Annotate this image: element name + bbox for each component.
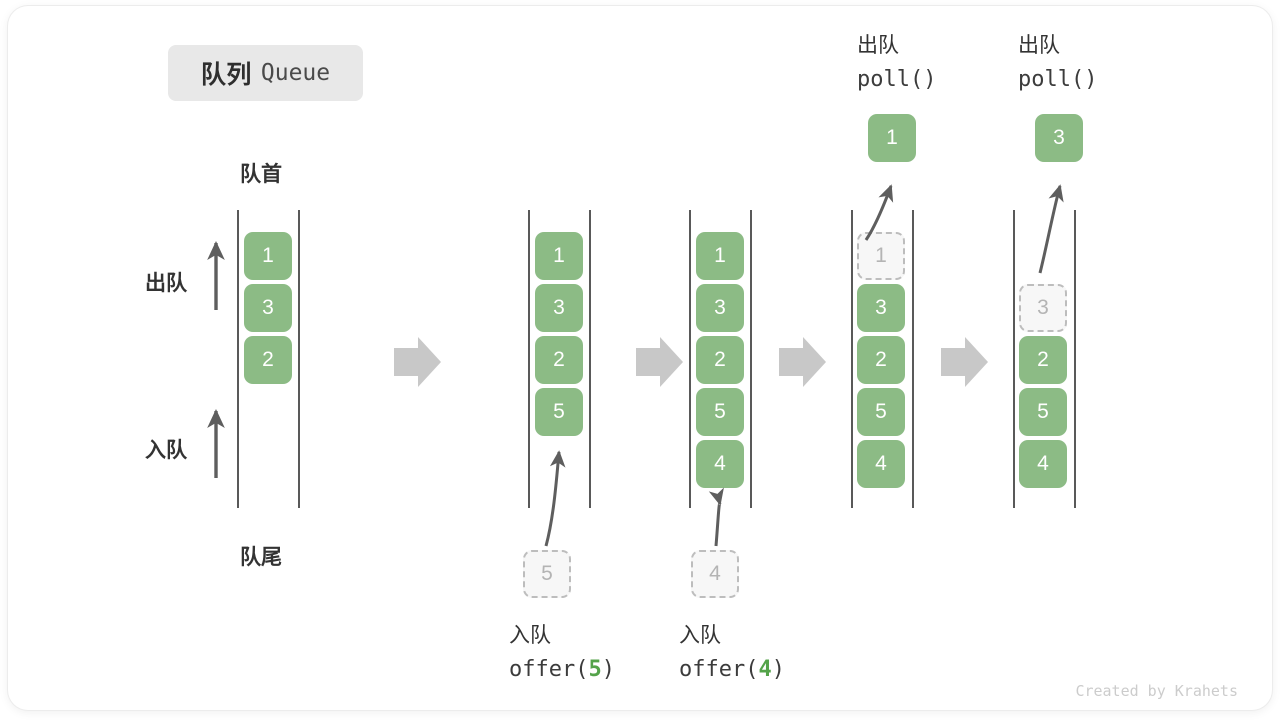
queue-cell: 4 bbox=[1019, 440, 1067, 488]
title-chinese: 队列 bbox=[200, 61, 252, 89]
queue-cell: 5 bbox=[696, 388, 744, 436]
queue-cell: 2 bbox=[535, 336, 583, 384]
rail-left-stage-5 bbox=[1013, 210, 1015, 508]
op-offer-4-close: ) bbox=[771, 656, 785, 682]
op-poll-second-code: poll() bbox=[1018, 66, 1098, 92]
departing-ghost-cell: 1 bbox=[857, 232, 905, 280]
label-queue-head: 队首 bbox=[240, 163, 282, 186]
queue-cell: 5 bbox=[1019, 388, 1067, 436]
queue-cell: 4 bbox=[857, 440, 905, 488]
op-offer-5-cn: 入队 bbox=[509, 624, 551, 647]
op-offer-4-fn: offer( bbox=[679, 656, 759, 682]
rail-right-stage-5 bbox=[1074, 210, 1076, 508]
op-offer-4-code: offer(4) bbox=[679, 653, 785, 687]
op-label-poll-first: 出队 poll() bbox=[857, 30, 936, 97]
popped-cell: 3 bbox=[1035, 114, 1083, 162]
op-offer-4-cn: 入队 bbox=[679, 624, 721, 647]
op-poll-first-cn: 出队 bbox=[857, 34, 899, 57]
queue-cell: 2 bbox=[696, 336, 744, 384]
op-label-poll-second: 出队 poll() bbox=[1018, 30, 1097, 97]
queue-cell: 2 bbox=[1019, 336, 1067, 384]
rail-right-stage-4 bbox=[912, 210, 914, 508]
label-queue-tail: 队尾 bbox=[240, 546, 282, 569]
op-offer-5-fn: offer( bbox=[509, 656, 589, 682]
queue-cell: 3 bbox=[857, 284, 905, 332]
incoming-ghost-cell: 4 bbox=[691, 550, 739, 598]
queue-cell: 1 bbox=[244, 232, 292, 280]
op-poll-first-code: poll() bbox=[857, 66, 937, 92]
queue-cell: 3 bbox=[535, 284, 583, 332]
label-dequeue-direction: 出队 bbox=[145, 272, 187, 295]
rail-right-stage-3 bbox=[750, 210, 752, 508]
op-offer-5-code: offer(5) bbox=[509, 653, 615, 687]
title-badge: 队列 Queue bbox=[168, 45, 363, 101]
footer-credit: Created by Krahets bbox=[1075, 682, 1238, 700]
popped-cell: 1 bbox=[868, 114, 916, 162]
incoming-ghost-cell: 5 bbox=[523, 550, 571, 598]
op-label-offer-4: 入队 offer(4) bbox=[679, 620, 785, 687]
queue-cell: 4 bbox=[696, 440, 744, 488]
label-enqueue-direction: 入队 bbox=[145, 439, 187, 462]
rail-left-stage-4 bbox=[851, 210, 853, 508]
title-english: Queue bbox=[260, 60, 331, 86]
queue-cell: 3 bbox=[244, 284, 292, 332]
op-offer-4-arg: 4 bbox=[758, 656, 772, 682]
op-offer-5-arg: 5 bbox=[588, 656, 602, 682]
rail-left-stage-3 bbox=[689, 210, 691, 508]
rail-right-stage-1 bbox=[298, 210, 300, 508]
rail-right-stage-2 bbox=[589, 210, 591, 508]
queue-cell: 2 bbox=[857, 336, 905, 384]
op-label-offer-5: 入队 offer(5) bbox=[509, 620, 615, 687]
queue-cell: 5 bbox=[857, 388, 905, 436]
op-offer-5-close: ) bbox=[601, 656, 615, 682]
op-poll-second-cn: 出队 bbox=[1018, 34, 1060, 57]
queue-cell: 2 bbox=[244, 336, 292, 384]
rail-left-stage-1 bbox=[237, 210, 239, 508]
queue-cell: 3 bbox=[696, 284, 744, 332]
diagram-card bbox=[8, 6, 1272, 710]
rail-left-stage-2 bbox=[528, 210, 530, 508]
queue-cell: 5 bbox=[535, 388, 583, 436]
departing-ghost-cell: 3 bbox=[1019, 284, 1067, 332]
queue-cell: 1 bbox=[535, 232, 583, 280]
queue-cell: 1 bbox=[696, 232, 744, 280]
